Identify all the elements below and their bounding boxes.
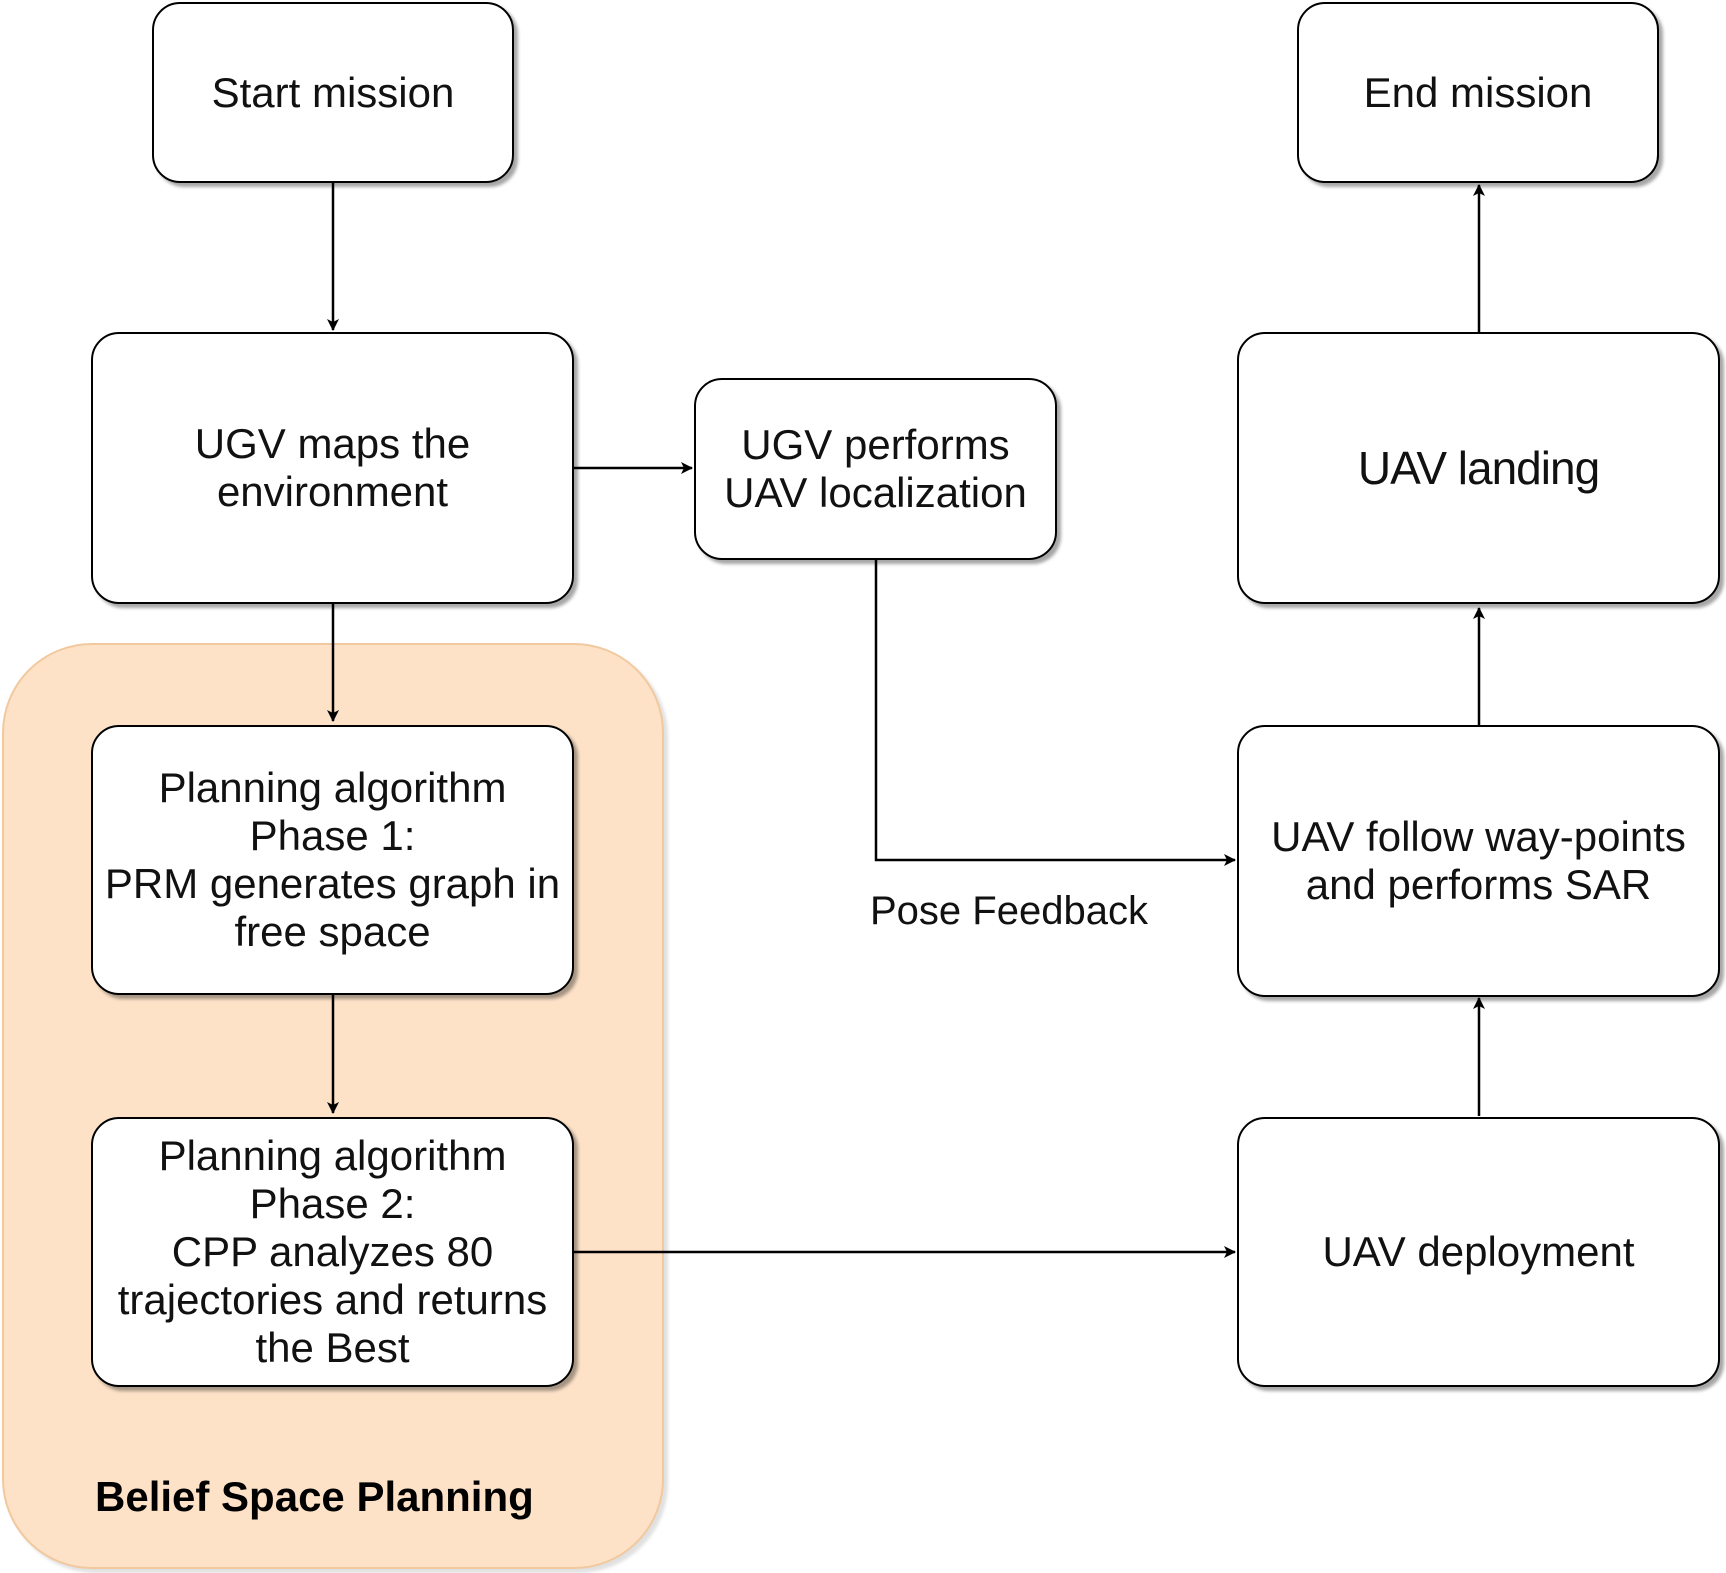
ugv-maps-environment-node: UGV maps the environment	[91, 332, 574, 604]
node-text: UAV localization	[724, 469, 1027, 516]
end-mission-node: End mission	[1297, 2, 1659, 183]
arrow-localization-to-uav-follow	[874, 560, 1236, 866]
group-title: Belief Space Planning	[95, 1473, 534, 1520]
node-text: free space	[234, 908, 431, 955]
node-text: and performs SAR	[1305, 861, 1652, 908]
pose-feedback-label: Pose Feedback	[868, 888, 1150, 934]
node-text: End mission	[1363, 68, 1593, 116]
node-text: PRM generates graph in	[104, 860, 561, 907]
uav-deployment-node: UAV deployment	[1237, 1117, 1720, 1387]
uav-landing-node: UAV landing	[1237, 332, 1720, 604]
node-text: trajectories and returns	[117, 1276, 548, 1323]
node-text: CPP analyzes 80	[171, 1228, 494, 1275]
node-text: Planning algorithm	[158, 1132, 507, 1179]
planning-phase1-node: Planning algorithm Phase 1: PRM generate…	[91, 725, 574, 995]
node-text: Planning algorithm	[158, 764, 507, 811]
uav-follow-waypoints-node: UAV follow way-points and performs SAR	[1237, 725, 1720, 997]
ugv-localization-node: UGV performs UAV localization	[694, 378, 1057, 560]
planning-phase2-node: Planning algorithm Phase 2: CPP analyzes…	[91, 1117, 574, 1387]
node-text: UGV performs	[741, 421, 1010, 468]
node-text: UAV deployment	[1322, 1228, 1635, 1275]
node-text: Phase 2:	[249, 1180, 416, 1227]
node-text: UAV follow way-points	[1271, 813, 1686, 860]
node-text: environment	[216, 468, 449, 515]
node-text: Phase 1:	[249, 812, 416, 859]
node-text: the Best	[255, 1324, 410, 1371]
node-text: UAV landing	[1357, 442, 1600, 494]
node-text: UGV maps the	[194, 420, 471, 467]
start-mission-node: Start mission	[152, 2, 514, 183]
node-text: Start mission	[211, 68, 455, 116]
